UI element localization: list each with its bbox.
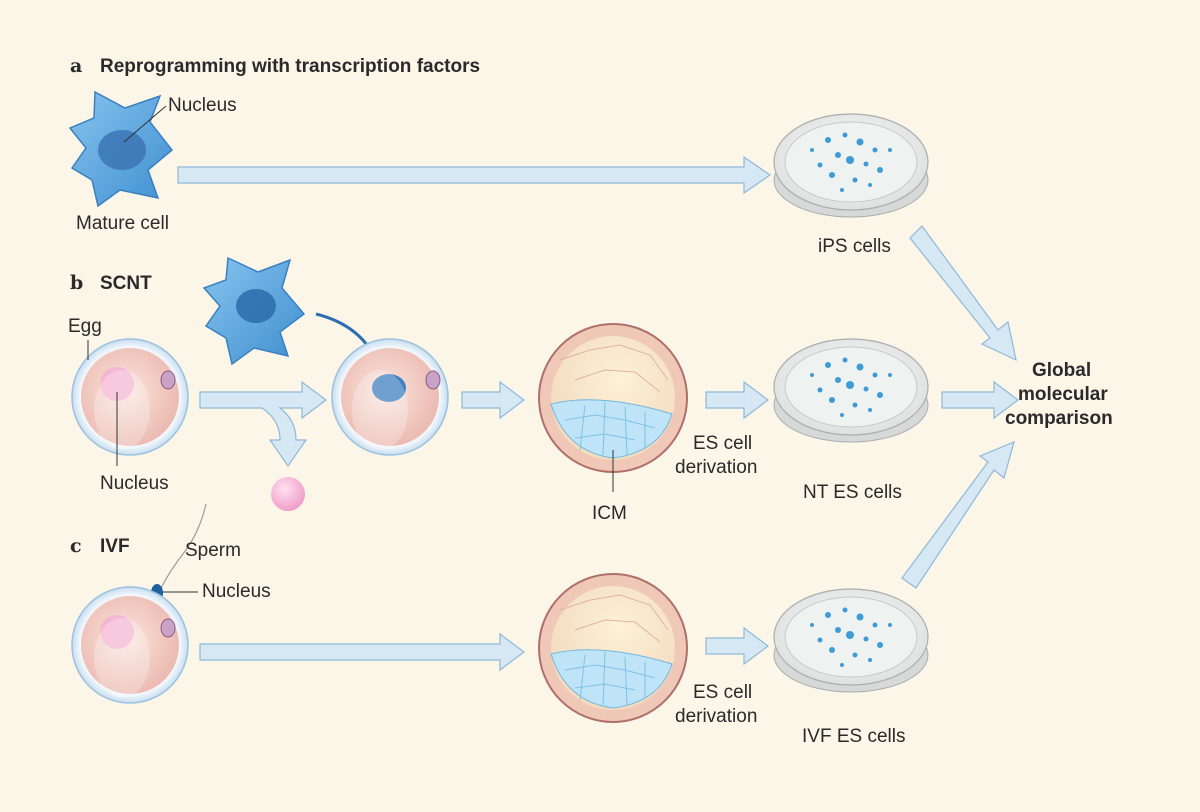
nucleus-b-label: Nucleus [100,473,169,494]
es-derivation-c-line2: derivation [675,706,757,727]
arrow-c-main [199,632,525,672]
es-derivation-b-line1: ES cell [693,433,752,454]
ivf-es-cells-label: IVF ES cells [802,726,905,747]
panel-a-letter: a [70,55,82,77]
mature-cell-nucleus [98,130,146,170]
blastocyst-b [538,323,688,473]
arrow-b-to-dish [705,380,769,420]
transferred-nucleus [372,374,406,402]
mature-cell-label: Mature cell [76,213,169,234]
global-comparison-line3: comparison [1005,408,1113,429]
nucleus-a-label: Nucleus [168,95,237,116]
removed-nucleus [271,477,305,511]
panel-c-title: IVF [100,536,130,557]
panel-c-letter: c [70,535,82,557]
donor-cell [202,256,306,366]
sperm-label: Sperm [185,540,241,561]
panel-b-letter: b [70,272,83,294]
panel-b-title: SCNT [100,273,152,294]
nucleus-c-label: Nucleus [202,581,271,602]
egg-label: Egg [68,316,102,337]
icm-label: ICM [592,503,627,524]
arrow-b-to-comparison [941,380,1019,420]
petri-dish-ivf-es [773,588,929,693]
global-comparison-line2: molecular [1018,384,1108,405]
arrow-ivf-to-comparison [901,440,1015,589]
arrow-ips-to-comparison [909,225,1017,362]
es-derivation-c-line1: ES cell [693,682,752,703]
arrow-a-main [177,155,772,195]
arrow-c-to-dish [705,626,769,666]
egg-b [71,338,189,456]
egg-c [71,586,189,704]
nucleus-a-pointer [123,105,167,143]
ips-cells-label: iPS cells [818,236,891,257]
petri-dish-ips [773,113,929,218]
arrow-b-to-blastocyst [461,380,525,420]
global-comparison-line1: Global [1032,360,1091,381]
egg-b-nucleus [100,367,134,401]
panel-a-title: Reprogramming with transcription factors [100,56,480,77]
reconstructed-egg [331,338,449,456]
petri-dish-nt-es [773,338,929,443]
arrow-b-enucleation [199,380,327,468]
nt-es-cells-label: NT ES cells [803,482,902,503]
es-derivation-b-line2: derivation [675,457,757,478]
donor-cell-nucleus [236,289,276,323]
mature-cell [68,90,174,208]
blastocyst-c [538,573,688,723]
